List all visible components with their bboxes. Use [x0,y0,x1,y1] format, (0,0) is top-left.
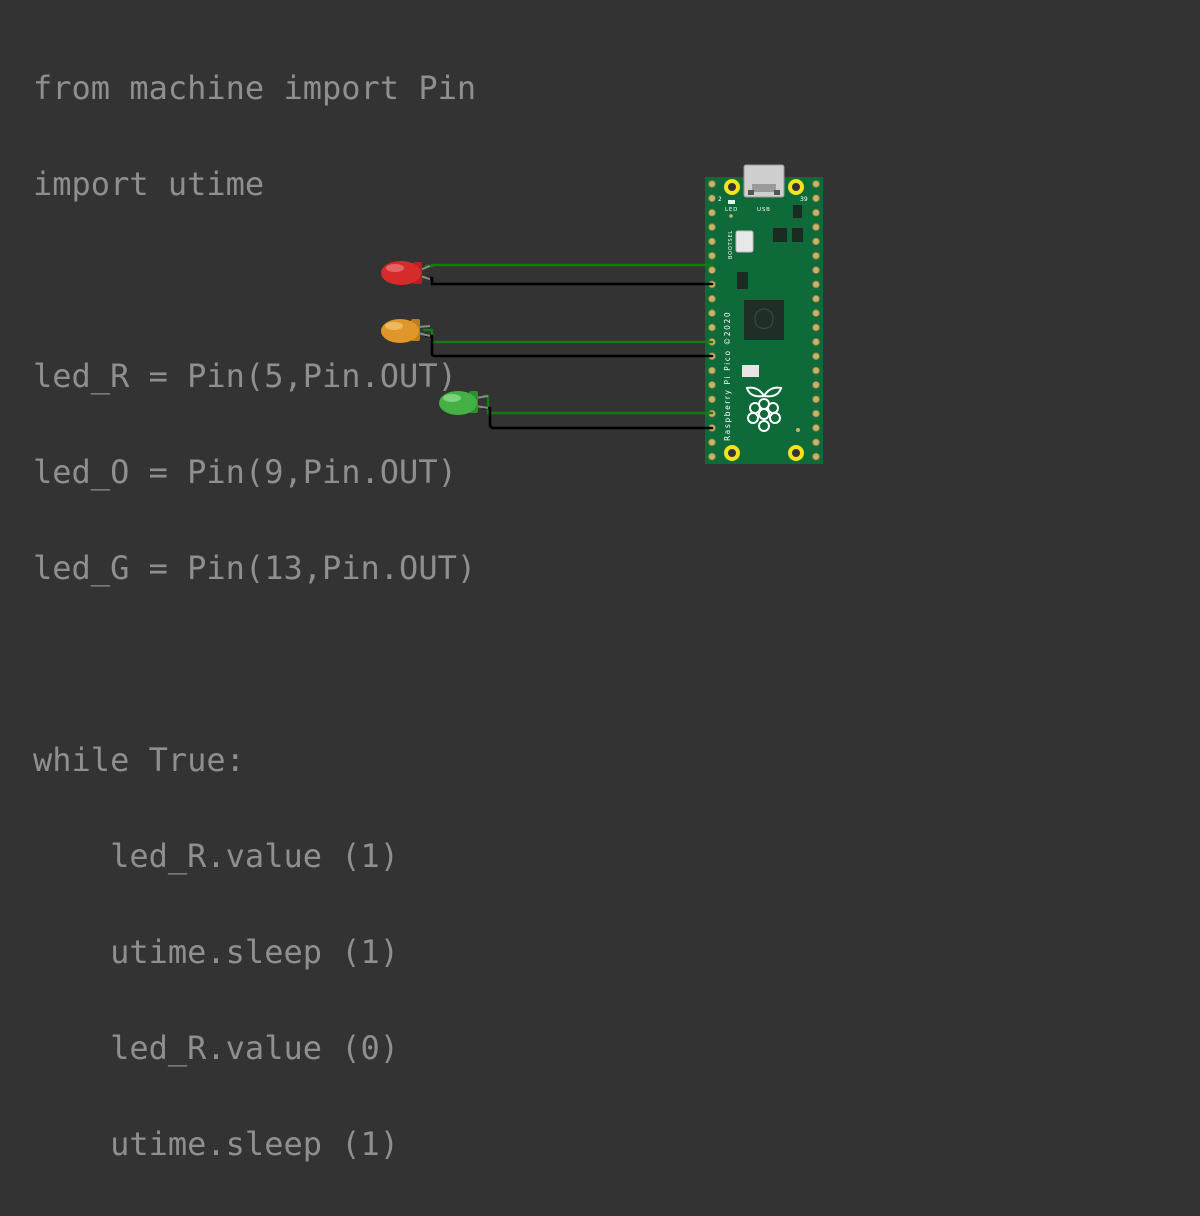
gpio-pin[interactable] [812,280,820,289]
code-line: led_O = Pin(9,Pin.OUT) [33,453,457,491]
code-line: utime.sleep (1) [33,933,400,971]
gpio-pin[interactable] [812,266,820,274]
code-line: utime.sleep (1) [33,1125,400,1163]
code-line: from machine import Pin [33,69,477,107]
gpio-pin[interactable] [812,338,820,346]
gpio-pin[interactable] [812,438,820,447]
code-line: led_R = Pin(5,Pin.OUT) [33,357,457,395]
orange-signal-wire[interactable] [422,328,714,344]
pin-number-last: 39 [800,196,808,203]
wires [422,263,714,430]
gpio-pin[interactable] [812,395,820,404]
board-name-label: Raspberry Pi Pico ©2020 [723,311,732,441]
gpio-pin[interactable] [812,180,820,188]
gpio-pin[interactable] [708,194,716,203]
gpio-pin[interactable] [708,381,716,389]
capacitor [792,228,803,242]
gpio-pin[interactable] [708,180,716,188]
gpio-pin[interactable] [708,208,716,217]
gpio-pin[interactable] [812,252,820,260]
red-signal-wire[interactable] [424,263,714,268]
orange-led[interactable] [381,319,431,343]
green-signal-wire[interactable] [482,394,714,415]
raspberry-logo-icon [745,386,783,432]
crystal [737,272,748,289]
regulator-chip [773,228,787,242]
gpio-pin[interactable] [812,452,820,461]
gpio-pin[interactable] [708,294,716,303]
gpio-pin[interactable] [708,237,716,246]
gpio-pin[interactable] [708,452,716,461]
code-line: led_R.value (1) [33,837,400,875]
orange-ground-wire[interactable] [424,334,714,358]
code-line: import utime [33,165,265,203]
flash-chip-small [793,205,802,218]
code-line: while True: [33,741,245,779]
gpio-pin[interactable] [812,194,820,203]
green-led[interactable] [439,391,489,415]
bootsel-label: BOOTSEL [728,230,734,259]
gpio-pin[interactable] [708,252,716,260]
gpio-pin[interactable] [708,309,716,317]
code-line [33,640,476,688]
pin-number-first: 2 [718,196,722,203]
mounting-holes [724,179,804,461]
onboard-led [728,200,735,204]
red-led[interactable] [381,261,431,285]
via [796,428,800,432]
gpio-pin[interactable] [812,294,820,303]
gpio-pin[interactable] [708,395,716,404]
rp2040-chip [744,300,784,340]
gpio-pin[interactable] [708,223,716,231]
gpio-pin[interactable] [708,323,716,332]
test-pad [742,365,759,377]
gpio-pin[interactable] [812,424,820,432]
via [729,214,733,218]
gpio-pin[interactable] [812,366,820,375]
gpio-pin[interactable] [812,323,820,332]
code-line: led_G = Pin(13,Pin.OUT) [33,549,477,587]
pico-board[interactable]: 2 39 LED USB BOOTSEL Raspberry Pi Pico ©… [705,164,823,464]
green-ground-wire[interactable] [482,406,714,430]
rp2040-logo-icon [754,308,774,330]
gpio-pin[interactable] [812,309,820,317]
gpio-pin[interactable] [708,366,716,375]
usb-connector [743,164,785,198]
circuit-diagram: 2 39 LED USB BOOTSEL Raspberry Pi Pico ©… [381,164,823,464]
gpio-pin[interactable] [708,438,716,447]
gpio-pin[interactable] [812,237,820,246]
usb-label: USB [757,207,771,213]
gpio-pin[interactable] [708,266,716,274]
gpio-pin[interactable] [812,381,820,389]
gpio-pin[interactable] [812,208,820,217]
red-ground-wire[interactable] [426,276,714,286]
pin-header-left [708,180,716,461]
code-line: led_R.value (0) [33,1029,400,1067]
gpio-pin[interactable] [812,409,820,418]
pin-header-right [812,180,820,461]
gpio-pin[interactable] [812,223,820,231]
gpio-pin[interactable] [812,352,820,361]
led-label: LED [725,207,738,213]
bootsel-button[interactable] [735,230,754,253]
